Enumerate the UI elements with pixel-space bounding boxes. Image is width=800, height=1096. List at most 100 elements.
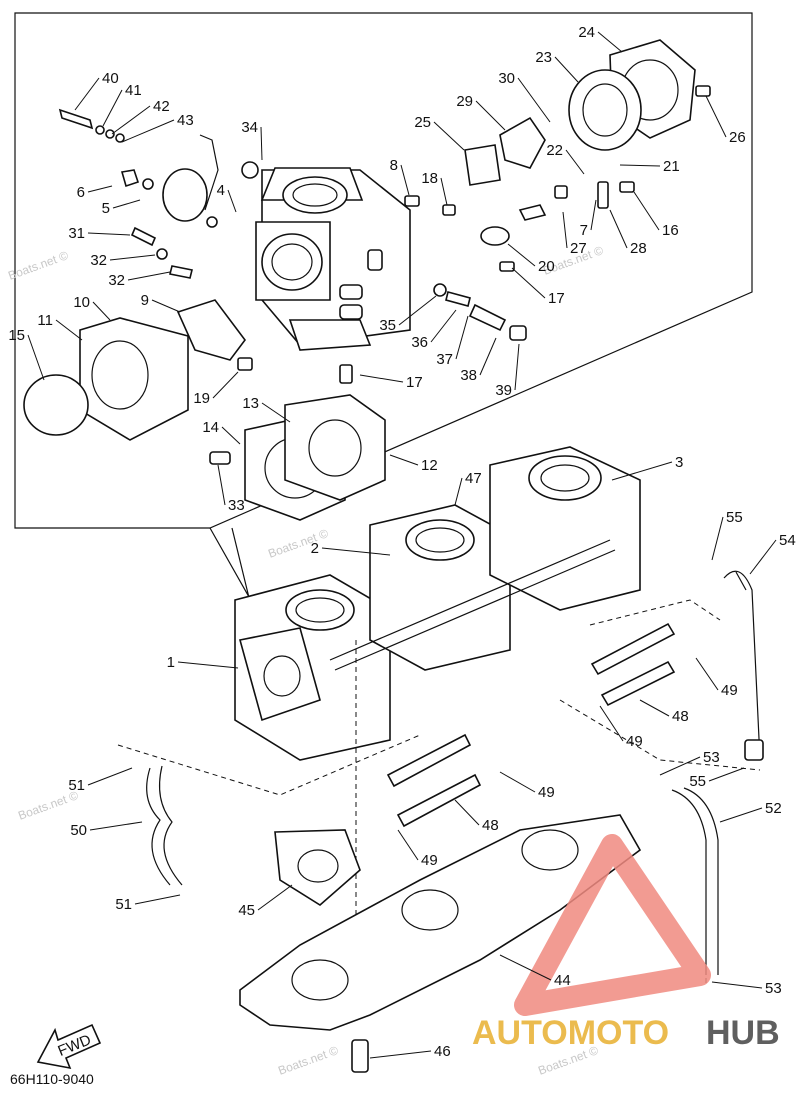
callout-leader-18 [440,177,448,206]
callout-32: 32 [108,272,125,289]
callout-35: 35 [379,317,396,334]
callout-30: 30 [498,70,515,87]
callout-51: 51 [115,896,132,913]
callout-leader-26 [705,95,727,138]
callout-45: 45 [238,902,255,919]
callout-leader-49 [599,705,624,742]
callout-2: 2 [311,540,319,557]
callout-29: 29 [456,93,473,110]
callout-leader-27 [562,211,568,249]
callout-leader-49 [499,771,536,793]
callout-leader-7 [590,199,597,231]
callout-10: 10 [73,294,90,311]
callout-49: 49 [421,852,438,869]
callout-39: 39 [495,382,512,399]
callout-leader-5 [112,199,141,209]
detail-right-parts [339,181,635,384]
callout-leader-17 [511,267,546,299]
callout-leader-44 [499,954,552,981]
callout-leader-35 [398,295,437,326]
callout-leader-23 [554,56,579,83]
callout-16: 16 [662,222,679,239]
callout-leader-31 [87,232,131,236]
callout-31: 31 [68,225,85,242]
detail-frame [14,12,753,529]
callout-41: 41 [125,82,142,99]
callout-leader-14 [221,426,241,445]
callout-leader-20 [507,243,536,267]
callout-labels: 1234567891011121314151617171819202122232… [8,24,795,1060]
callout-leader-49 [695,657,719,691]
callout-43: 43 [177,112,194,129]
callout-leader-47 [454,477,463,506]
callout-leader-32 [109,254,156,261]
callout-leader-34 [260,126,263,161]
callout-leader-38 [479,337,497,376]
drawing-code: 66H110-9040 [10,1071,94,1087]
brand-text-right: HUB [706,1014,780,1052]
callout-40: 40 [102,70,119,87]
callout-leader-1 [177,661,239,669]
callout-leader-28 [609,209,628,249]
callout-leader-4 [227,189,237,213]
callout-37: 37 [436,351,453,368]
callout-24: 24 [578,24,595,41]
fuel-hoses [146,570,764,975]
callout-8: 8 [390,157,398,174]
callout-leader-8 [400,164,410,196]
callout-14: 14 [202,419,219,436]
callout-54: 54 [779,532,796,549]
callout-55: 55 [726,509,743,526]
callout-leader-24 [597,31,623,53]
brand-triangle [514,834,711,1016]
linkage-rod [329,539,616,671]
callout-26: 26 [729,129,746,146]
callout-leader-43 [121,119,175,143]
callout-leader-37 [455,315,469,360]
callout-1: 1 [167,654,175,671]
callout-27: 27 [570,240,587,257]
callout-leader-17 [359,374,404,383]
callout-6: 6 [77,184,85,201]
callout-leader-45 [257,884,293,911]
callout-leader-15 [27,334,45,381]
callout-42: 42 [153,98,170,115]
callout-leader-30 [517,77,551,123]
callout-55: 55 [689,773,706,790]
callout-leader-9 [151,299,181,313]
callout-leaders [27,31,777,1059]
callout-leader-46 [369,1050,432,1059]
callout-leader-21 [619,164,661,167]
callout-20: 20 [538,258,555,275]
brand-logo: AUTOMOTO HUB [472,834,780,1052]
callout-53: 53 [703,749,720,766]
callout-leader-51 [134,894,181,905]
callout-leader-50 [89,821,143,831]
callout-38: 38 [460,367,477,384]
callout-leader-40 [74,77,100,111]
callout-leader-42 [111,105,151,135]
carburetor-2 [369,504,511,671]
callout-leader-33 [217,464,226,506]
callout-leader-36 [430,309,457,343]
watermark-1: Boats.net © [6,248,70,283]
callout-leader-48 [454,799,480,826]
callout-23: 23 [535,49,552,66]
callout-36: 36 [411,334,428,351]
callout-leader-29 [475,100,506,131]
detail-covers [23,299,386,521]
callout-leader-55 [708,767,745,782]
intake-manifold [239,814,642,1073]
callout-53: 53 [765,980,782,997]
callout-50: 50 [70,822,87,839]
callout-12: 12 [421,457,438,474]
watermark-6: Boats.net © [276,1043,340,1078]
watermark-2: Boats.net © [266,526,330,561]
callout-49: 49 [626,733,643,750]
callout-48: 48 [482,817,499,834]
callout-51: 51 [68,777,85,794]
brand-text-left: AUTOMOTO [472,1014,669,1052]
callout-11: 11 [37,312,53,329]
fwd-arrow: FWD [36,1023,102,1070]
